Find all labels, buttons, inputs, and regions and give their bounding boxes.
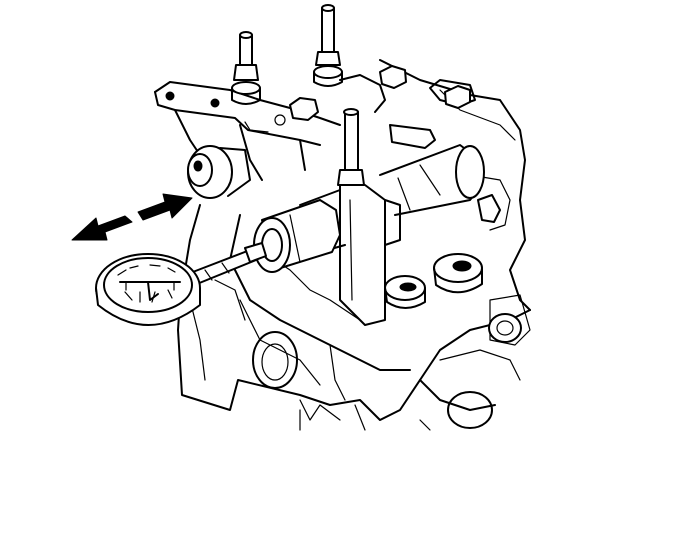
frame-hole-2 bbox=[210, 98, 220, 108]
cylinder-head-block bbox=[177, 204, 531, 431]
arrow-left bbox=[71, 215, 133, 241]
camshaft-housing-frame bbox=[154, 74, 476, 181]
port-opening-left bbox=[252, 331, 298, 389]
arrow-right bbox=[137, 193, 193, 221]
camshaft-icon bbox=[187, 144, 485, 273]
cap-block bbox=[389, 124, 436, 149]
cylinder-head-right bbox=[299, 59, 531, 431]
frame-hole-1 bbox=[165, 91, 175, 101]
double-arrow-icon bbox=[71, 193, 193, 241]
dial-indicator-icon bbox=[95, 242, 267, 326]
bearing-cap bbox=[339, 184, 401, 326]
valve-retainers bbox=[384, 253, 483, 309]
valve-pocket bbox=[488, 313, 522, 343]
stud-bolt-icon bbox=[231, 4, 471, 186]
